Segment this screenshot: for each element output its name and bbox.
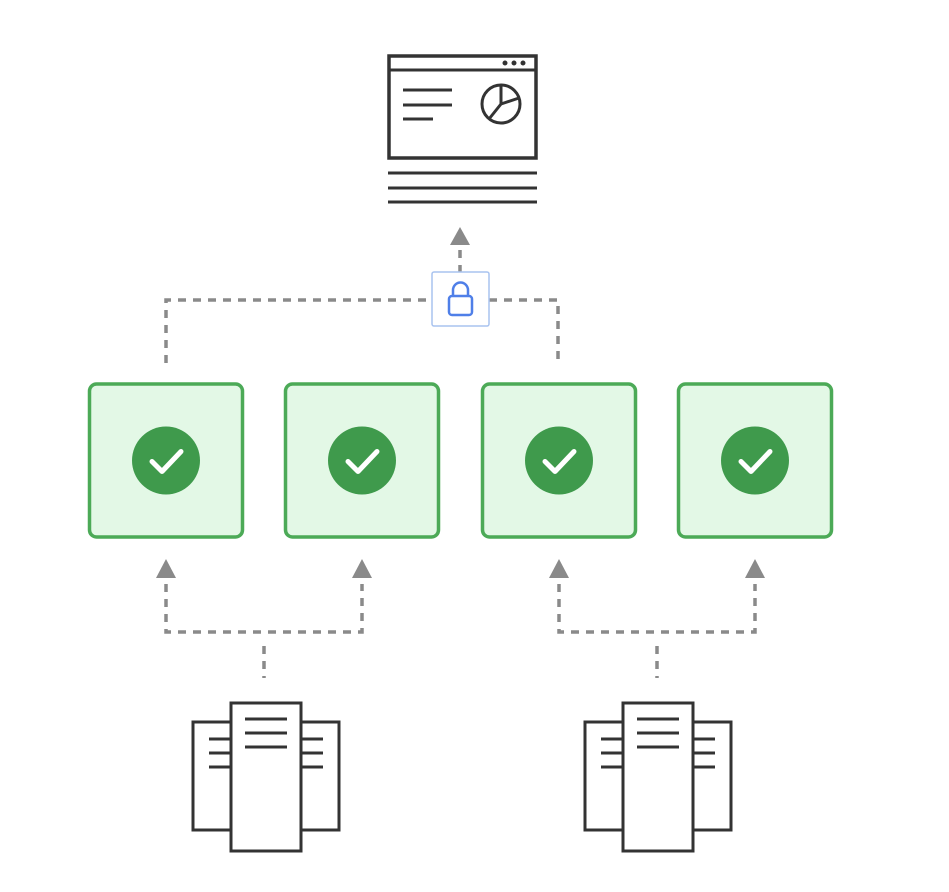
check-circle-icon [721,426,789,495]
verified-node-4 [676,382,834,539]
pie-chart-icon [480,83,522,125]
upper-connectors [164,227,560,363]
document-sources [191,701,733,853]
lock-icon [447,281,474,317]
check-circle-icon [132,426,200,495]
check-circle-icon [525,426,593,495]
verified-node-2 [283,382,441,539]
documents-stack-icon [583,701,733,853]
verified-node-1 [87,382,245,539]
check-circle-icon [328,426,396,495]
verified-nodes [87,382,834,539]
verified-node-3 [480,382,638,539]
documents-stack-icon [191,701,341,853]
dashboard-report-icon [387,54,538,204]
lock-badge [431,271,490,327]
lower-connectors [156,559,765,678]
